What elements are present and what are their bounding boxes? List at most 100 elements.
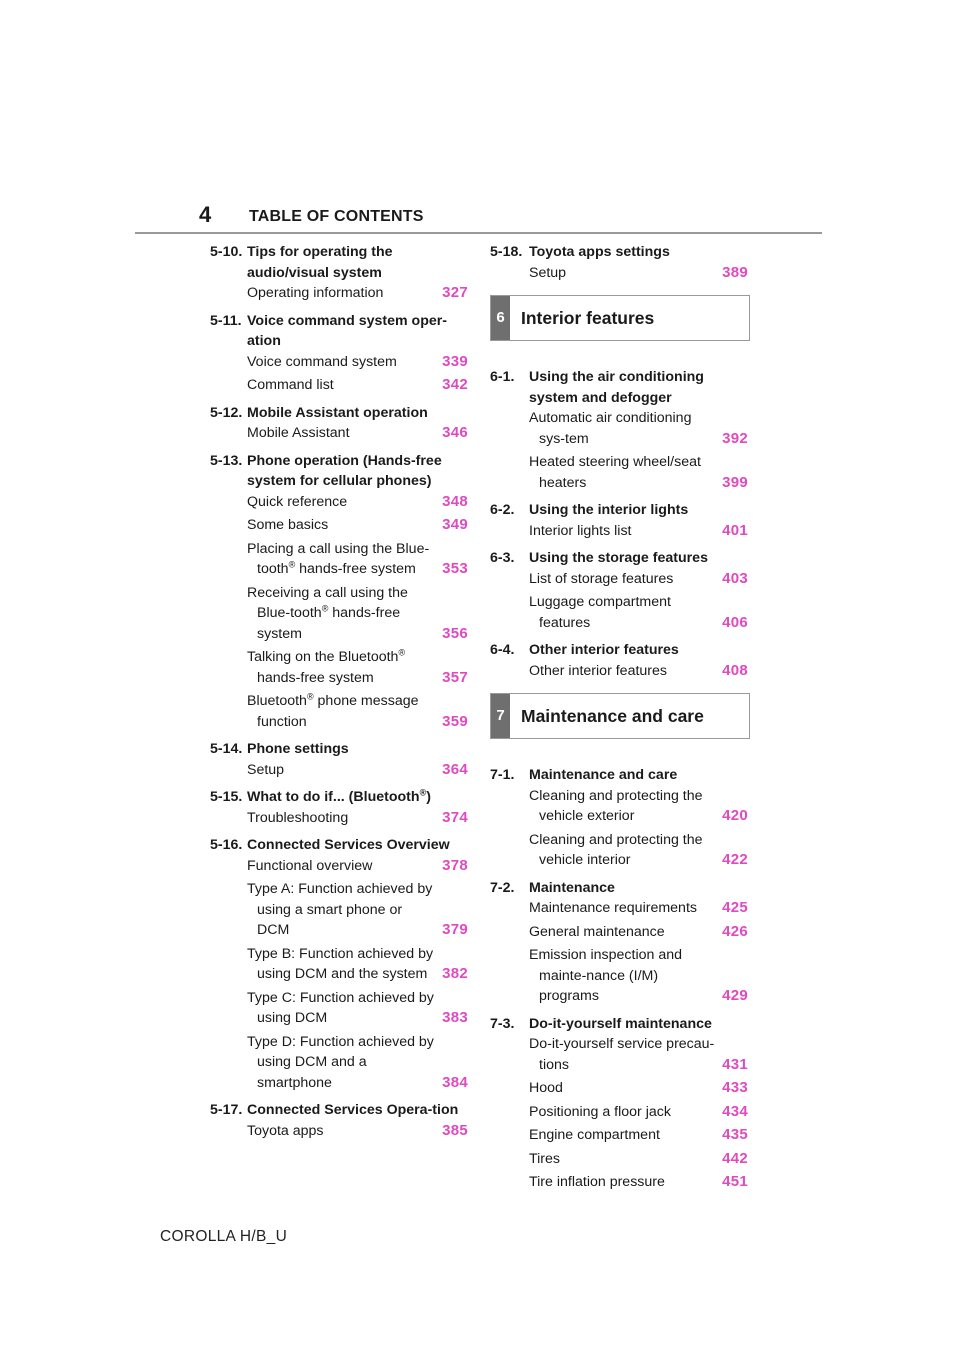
- page-reference[interactable]: 348: [442, 492, 468, 510]
- page-reference[interactable]: 383: [442, 1009, 468, 1026]
- toc-entry[interactable]: Cleaning and protecting the vehicle inte…: [529, 830, 748, 871]
- page-reference[interactable]: 374: [442, 808, 468, 826]
- page-reference[interactable]: 327: [442, 284, 468, 301]
- page-reference[interactable]: 429: [722, 987, 748, 1004]
- page-reference[interactable]: 433: [722, 1079, 748, 1096]
- page-reference[interactable]: 399: [722, 473, 748, 491]
- toc-entry[interactable]: Type A: Function achieved by using a sma…: [247, 879, 468, 941]
- page-reference[interactable]: 431: [722, 1055, 748, 1073]
- section-heading[interactable]: 7-1.Maintenance and care: [490, 765, 748, 786]
- chapter-title: Interior features: [521, 308, 655, 328]
- toc-entry[interactable]: Type D: Function achieved by using DCM a…: [247, 1032, 468, 1094]
- toc-entry[interactable]: Talking on the Bluetooth® hands-free sys…: [247, 647, 468, 688]
- page-reference[interactable]: 378: [442, 856, 468, 874]
- page-reference[interactable]: 434: [722, 1102, 748, 1120]
- toc-entry[interactable]: Placing a call using the Blue-tooth® han…: [247, 539, 468, 580]
- section-heading[interactable]: 6-1.Using the air conditioning system an…: [490, 367, 748, 408]
- section-heading[interactable]: 5-18.Toyota apps settings: [490, 242, 748, 263]
- page-reference[interactable]: 382: [442, 965, 468, 982]
- page-reference[interactable]: 451: [722, 1173, 748, 1190]
- page-reference[interactable]: 364: [442, 760, 468, 778]
- page-reference[interactable]: 385: [442, 1121, 468, 1139]
- page-reference[interactable]: 356: [442, 624, 468, 642]
- section-heading[interactable]: 5-17.Connected Services Opera-tion: [210, 1100, 468, 1121]
- page-reference[interactable]: 342: [442, 376, 468, 393]
- page-reference[interactable]: 389: [722, 263, 748, 281]
- section-heading[interactable]: 6-4.Other interior features: [490, 640, 748, 661]
- page-reference[interactable]: 384: [442, 1073, 468, 1091]
- toc-entry[interactable]: Do-it-yourself service precau-tions 431: [529, 1034, 748, 1075]
- section-number: 6-1.: [490, 369, 515, 385]
- section-heading[interactable]: 5-11.Voice command system oper-ation: [210, 311, 468, 352]
- toc-entry[interactable]: Setup 364: [247, 760, 468, 781]
- page-reference[interactable]: 420: [722, 807, 748, 824]
- section-heading[interactable]: 5-13.Phone operation (Hands-free system …: [210, 451, 468, 492]
- page-number: 4: [199, 202, 212, 227]
- section-heading[interactable]: 6-3.Using the storage features: [490, 548, 748, 569]
- section-title: Do-it-yourself maintenance: [529, 1015, 712, 1032]
- page-title: TABLE OF CONTENTS: [249, 208, 424, 225]
- toc-entry[interactable]: Cleaning and protecting the vehicle exte…: [529, 786, 748, 827]
- page-reference[interactable]: 379: [442, 921, 468, 938]
- chapter-7-heading[interactable]: 7 Maintenance and care: [490, 693, 750, 739]
- page-reference[interactable]: 403: [722, 569, 748, 587]
- page-reference[interactable]: 426: [722, 922, 748, 940]
- page-reference[interactable]: 435: [722, 1126, 748, 1143]
- section-heading[interactable]: 5-10.Tips for operating the audio/visual…: [210, 242, 468, 283]
- section-heading[interactable]: 7-3.Do-it-yourself maintenance: [490, 1014, 748, 1035]
- page-reference[interactable]: 392: [722, 429, 748, 447]
- page-reference[interactable]: 406: [722, 613, 748, 631]
- section-heading[interactable]: 7-2.Maintenance: [490, 878, 748, 899]
- section-heading[interactable]: 5-16.Connected Services Overview: [210, 835, 468, 856]
- toc-entry[interactable]: Receiving a call using the Blue-tooth® h…: [247, 583, 468, 645]
- chapter-6-heading[interactable]: 6 Interior features: [490, 295, 750, 341]
- toc-entry[interactable]: Emission inspection and mainte-nance (I/…: [529, 945, 748, 1007]
- page-reference[interactable]: 408: [722, 661, 748, 679]
- page-reference[interactable]: 353: [442, 560, 468, 577]
- section-number: 5-16.: [210, 837, 243, 853]
- entry-text: Do-it-yourself service precau-tions: [529, 1036, 715, 1073]
- section-heading[interactable]: 5-15.What to do if... (Bluetooth®): [210, 787, 468, 808]
- page-reference[interactable]: 442: [722, 1149, 748, 1167]
- page-reference[interactable]: 349: [442, 516, 468, 533]
- page-reference[interactable]: 422: [722, 851, 748, 868]
- section-title: Voice command system oper-ation: [247, 312, 448, 350]
- section-heading[interactable]: 6-2.Using the interior lights: [490, 500, 748, 521]
- section-heading[interactable]: 5-12.Mobile Assistant operation: [210, 403, 468, 424]
- page-reference[interactable]: 346: [442, 424, 468, 441]
- toc-entry[interactable]: Type B: Function achieved by using DCM a…: [247, 944, 468, 985]
- page-reference[interactable]: 339: [442, 352, 468, 370]
- page-reference[interactable]: 359: [442, 712, 468, 730]
- page-reference[interactable]: 425: [722, 899, 748, 916]
- section-heading[interactable]: 5-14.Phone settings: [210, 739, 468, 760]
- page-reference[interactable]: 401: [722, 521, 748, 539]
- page-reference[interactable]: 357: [442, 668, 468, 686]
- entry-text: Setup: [247, 761, 285, 778]
